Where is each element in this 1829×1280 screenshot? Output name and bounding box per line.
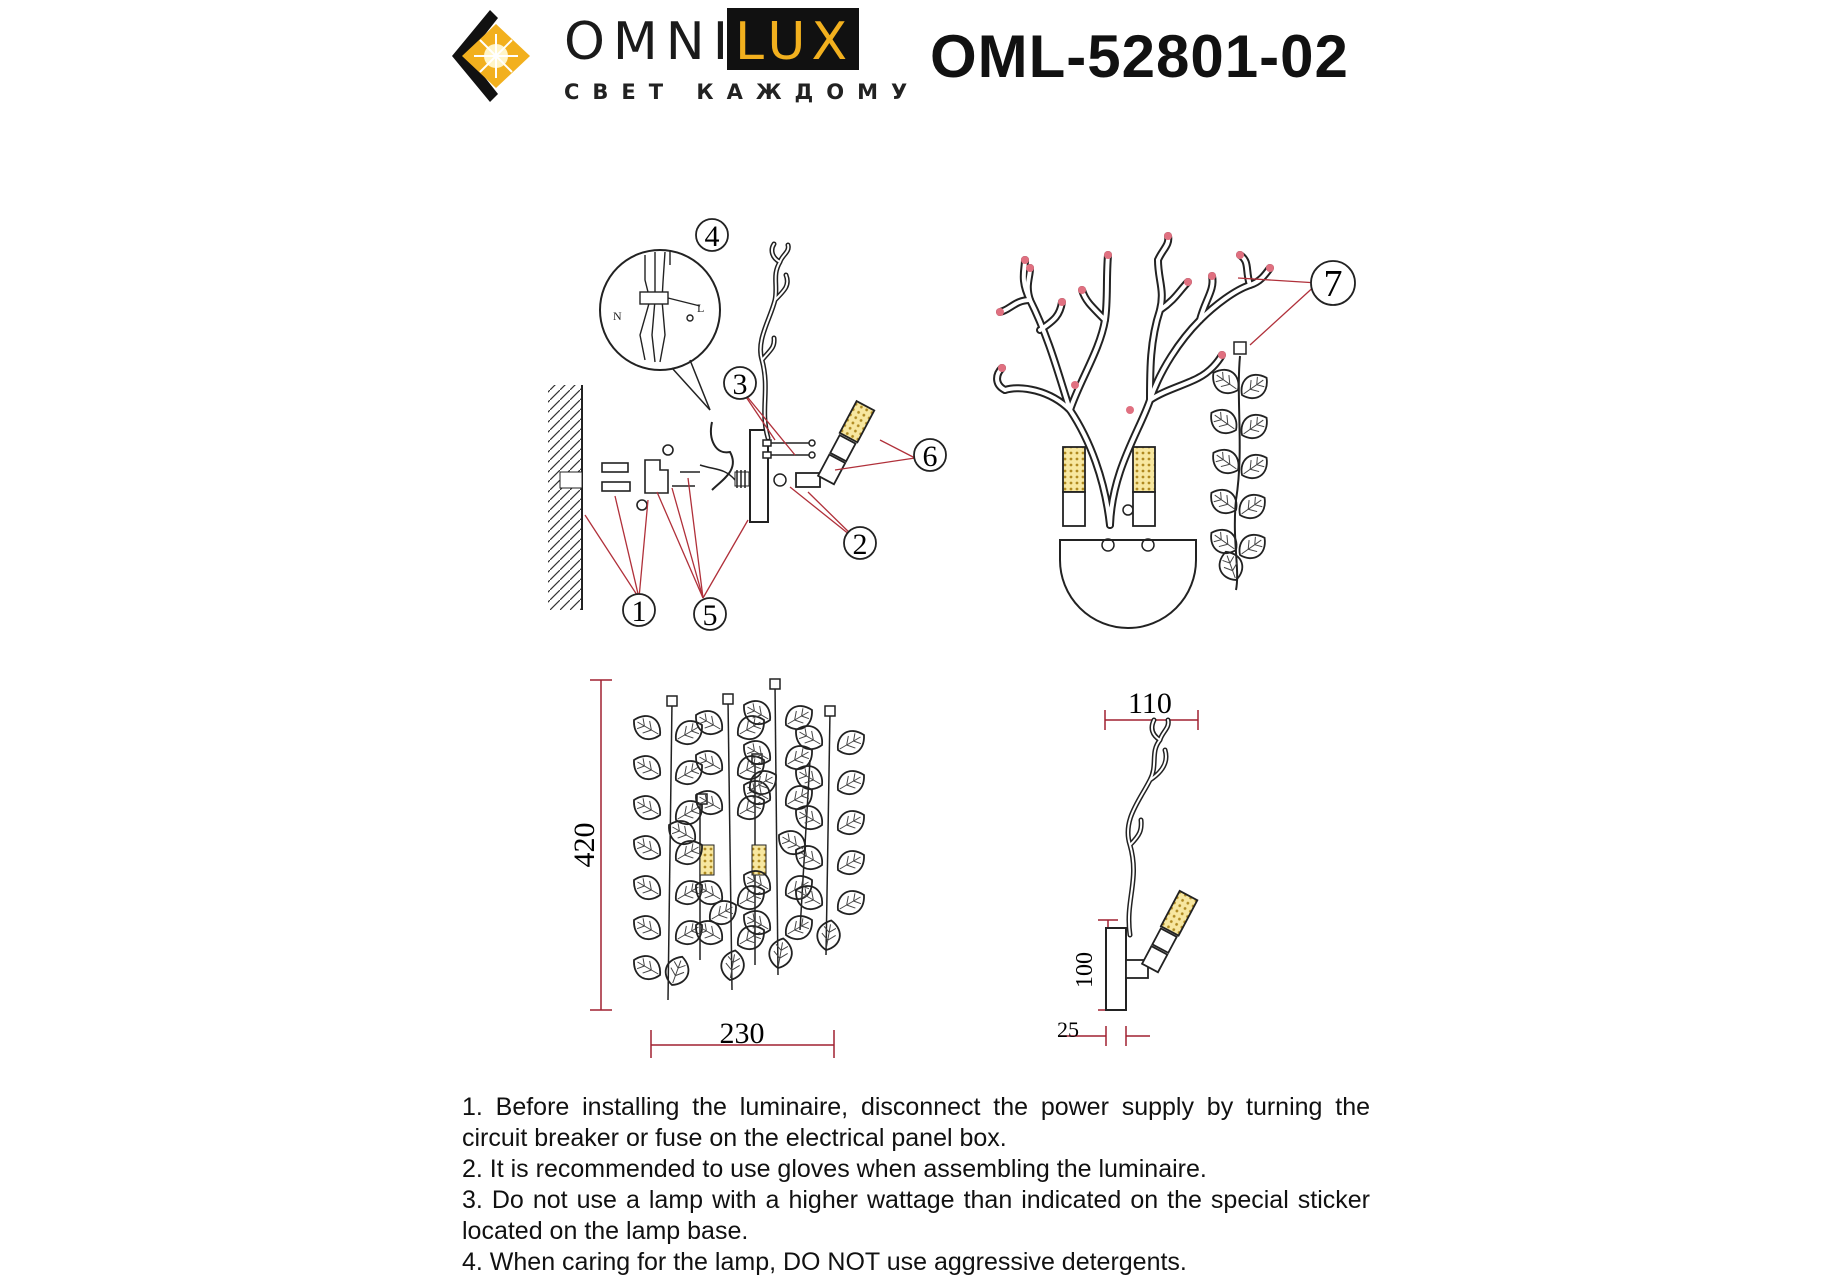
callout-6: 6 [913,438,947,473]
live-wire-label: L [697,301,704,315]
dowel-2 [601,481,631,492]
mount-height-dimension-label: 100 [1072,952,1098,988]
svg-text:4: 4 [705,220,720,253]
svg-text:2: 2 [853,528,868,561]
brand-logo [440,6,560,106]
round-base [1059,539,1197,629]
svg-text:1: 1 [632,595,647,628]
mounting-bracket [644,459,669,494]
instruction-3: 3. Do not use a lamp with a higher watta… [462,1186,1370,1245]
svg-text:7: 7 [1324,263,1343,305]
callout-3: 3 [723,366,757,401]
side-dimension-view [1060,710,1199,1046]
height-dimension-label: 420 [568,823,601,868]
callout-5: 5 [693,597,727,632]
g9-bulb [838,399,876,444]
model-number: OML-52801-02 [930,23,1349,90]
wiring-detail-circle [599,249,721,371]
instruction-4: 4. When caring for the lamp, DO NOT use … [462,1248,1187,1276]
wall-hatch [548,385,582,610]
instruction-1: 1. Before installing the luminaire, disc… [462,1093,1370,1152]
brand-name-omni: OMNI [564,12,737,72]
svg-text:3: 3 [733,368,748,401]
svg-text:5: 5 [703,599,718,632]
neutral-wire-label: N [613,309,622,323]
callout-1: 1 [622,593,656,628]
brand-tagline: СВЕТ КАЖДОМУ [564,80,921,104]
instructions: 1. Before installing the luminaire, disc… [462,1092,1370,1278]
plate-depth-dimension-label: 25 [1057,1017,1079,1042]
callout-7: 7 [1310,260,1356,306]
front-dimension-view [590,678,871,1058]
exploded-assembly-view: N L [548,241,916,610]
svg-text:6: 6 [923,440,938,473]
callouts: 1 2 3 4 5 6 7 [622,218,1356,632]
depth-dimension-label: 110 [1128,687,1172,720]
front-view [993,232,1319,629]
leaf-strand [1204,341,1274,591]
instruction-2: 2. It is recommended to use gloves when … [462,1155,1207,1183]
callout-4: 4 [695,218,729,253]
dowel-1 [601,462,629,473]
side-coral-branch [1125,717,1171,938]
width-dimension-label: 230 [720,1017,765,1050]
callout-2: 2 [843,526,877,561]
brand-name-lux: LUX [735,12,854,72]
logo-diamond-icon [452,10,530,102]
assembly-drawing: N L [548,218,1356,1058]
brand-lux-background [727,8,859,70]
